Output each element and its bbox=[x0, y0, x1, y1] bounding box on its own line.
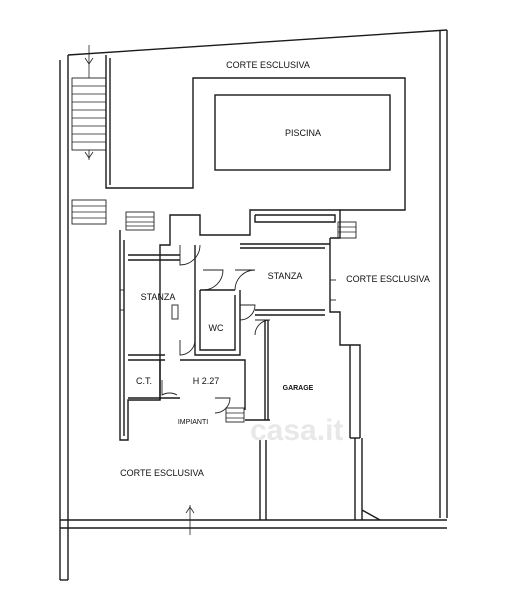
stair-left-lower bbox=[71, 199, 107, 225]
corte-bottom-label: CORTE ESCLUSIVA bbox=[120, 468, 204, 478]
lot-boundary bbox=[59, 29, 448, 581]
wardrobe bbox=[171, 304, 179, 320]
garage-label: GARAGE bbox=[283, 385, 314, 392]
stair-left-top bbox=[71, 45, 107, 160]
stanza-left-label: STANZA bbox=[141, 292, 176, 302]
stair-entrance bbox=[125, 211, 155, 231]
watermark: casa.it bbox=[250, 414, 343, 447]
stair-right bbox=[337, 221, 357, 239]
corte-right-label: CORTE ESCLUSIVA bbox=[346, 274, 430, 284]
height-label: H 2.27 bbox=[193, 376, 220, 386]
gate-arrow-bottom bbox=[185, 505, 195, 535]
wc-label: WC bbox=[209, 323, 224, 333]
corte-top-label: CORTE ESCLUSIVA bbox=[226, 60, 310, 70]
interior-walls bbox=[128, 243, 330, 420]
stair-impianti bbox=[225, 407, 245, 423]
pool-terrace bbox=[105, 55, 406, 211]
impianti-label: IMPIANTI bbox=[178, 419, 208, 426]
lower-court-walls bbox=[245, 419, 381, 521]
piscina-label: PISCINA bbox=[285, 128, 321, 138]
ct-label: C.T. bbox=[136, 376, 152, 386]
pool: PISCINA bbox=[214, 94, 391, 171]
stanza-right-label: STANZA bbox=[268, 271, 303, 281]
door-swings bbox=[161, 244, 271, 414]
windows bbox=[120, 279, 336, 311]
